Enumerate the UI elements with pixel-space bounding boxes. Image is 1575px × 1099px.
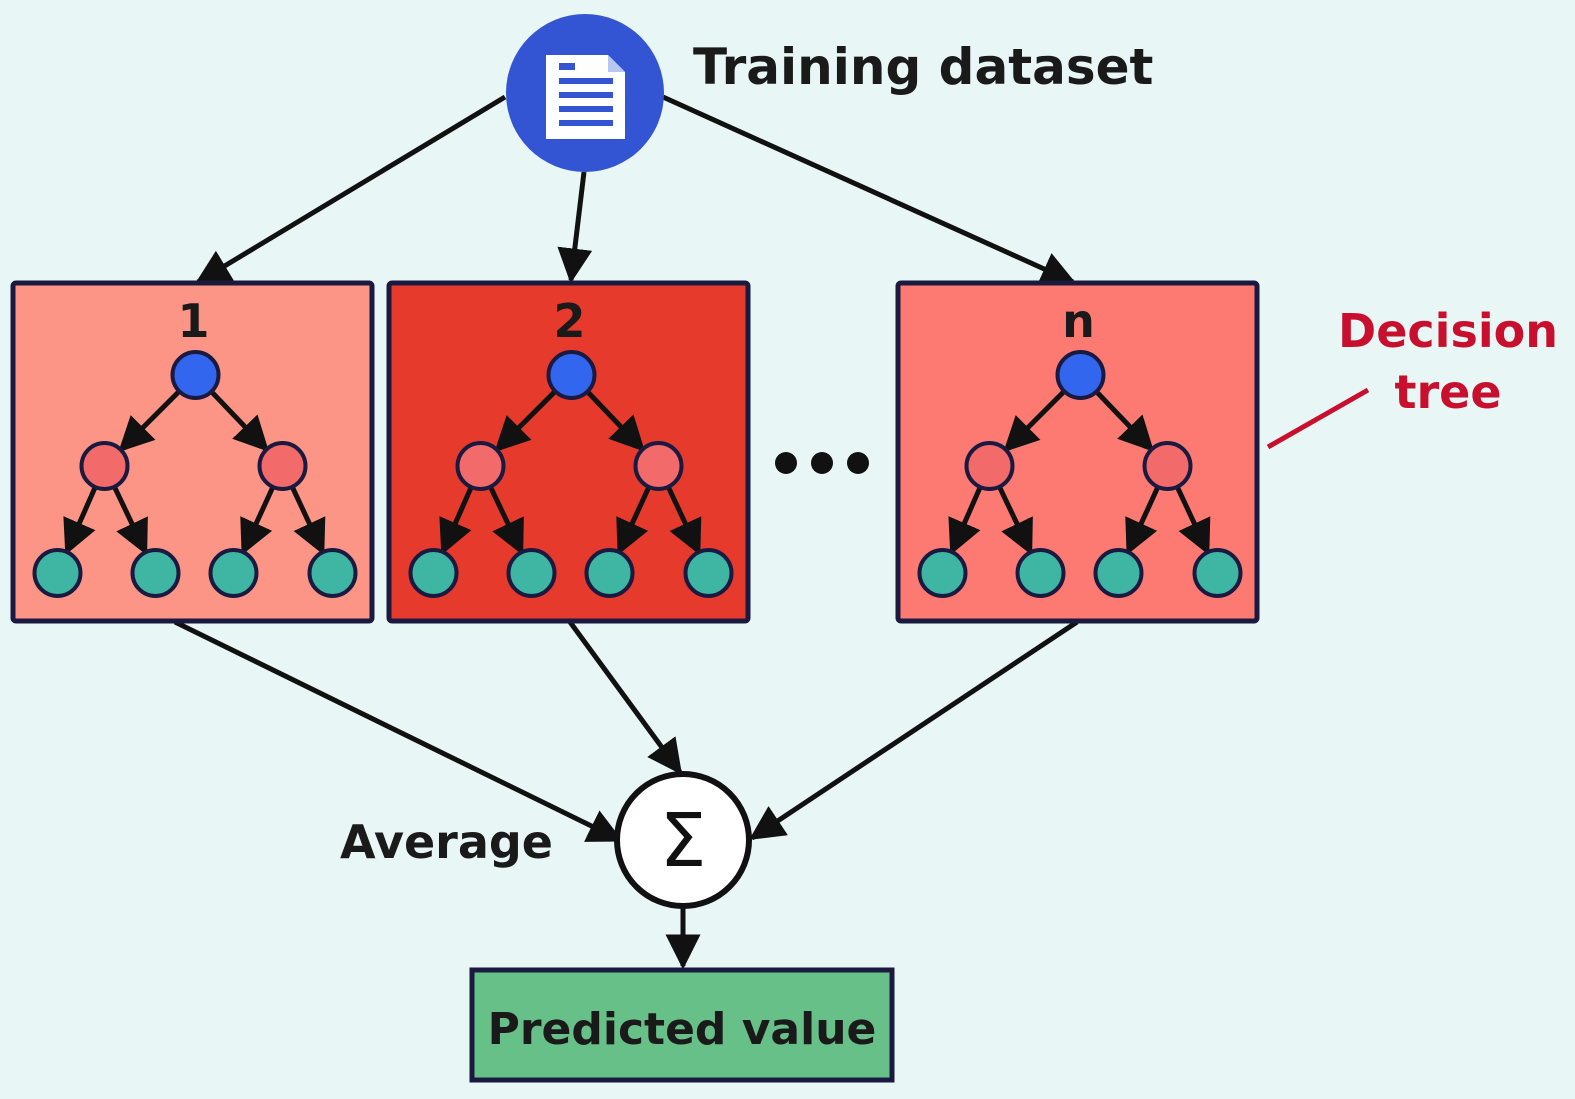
tree-1-edge-root-0 [118, 388, 182, 453]
tree-2-edge-leaf-3 [665, 484, 702, 556]
leaf-node [408, 548, 459, 598]
sigma-icon: Σ [660, 798, 707, 884]
decision-tree-annotation: Decision tree [1266, 304, 1558, 450]
leaf-node [208, 548, 259, 598]
tree-n-panel: n [895, 280, 1260, 624]
predicted-value-node: Predicted value [469, 967, 895, 1083]
root-node [170, 350, 221, 400]
tree-1-panel: 1 [10, 280, 375, 624]
annotation-line-2: tree [1394, 365, 1501, 419]
leaf-node [917, 548, 968, 598]
split-node [257, 441, 308, 491]
connector-dataset-tree-n [661, 94, 1077, 285]
tree-2-edge-root-0 [494, 388, 558, 453]
root-node [546, 350, 597, 400]
average-label: Average [340, 815, 553, 869]
output-label: Predicted value [488, 1004, 877, 1055]
leaf-node [1093, 548, 1144, 598]
tree-n-edge-leaf-3 [1174, 484, 1211, 556]
tree-1-edge-leaf-0 [63, 485, 98, 556]
document-icon [546, 55, 625, 139]
split-node [633, 441, 684, 491]
leaf-node [1192, 548, 1243, 598]
leaf-node [683, 548, 734, 598]
sum-circle [614, 771, 752, 909]
tree-n-label: n [1062, 294, 1095, 348]
tree-n-edge-leaf-1 [996, 484, 1033, 556]
tree-n-edge-leaf-0 [948, 485, 983, 556]
decision-trees: 1 2 n [10, 280, 1260, 624]
tree-2-edge-leaf-1 [487, 484, 524, 556]
leaf-node [32, 548, 83, 598]
connector-dataset-tree-2 [557, 171, 593, 284]
tree-1-edge-root-1 [208, 389, 270, 452]
leaf-node [584, 548, 635, 598]
tree-1-edge-leaf-2 [240, 484, 276, 556]
ellipsis-dots [775, 452, 869, 474]
dataset-to-tree-connectors [195, 94, 1077, 285]
annotation-pointer [1266, 387, 1370, 450]
tree-to-average-connectors [173, 619, 1079, 970]
tree-1-label: 1 [177, 294, 209, 348]
connector-dataset-tree-1 [195, 94, 507, 285]
leaf-node [506, 548, 557, 598]
tree-n-edge-root-1 [1093, 389, 1155, 452]
split-node [79, 441, 130, 491]
split-node [455, 441, 506, 491]
tree-n-box [895, 280, 1260, 624]
tree-n-edge-root-0 [1003, 388, 1067, 453]
root-node [1055, 350, 1106, 400]
tree-2-panel: 2 [386, 280, 751, 624]
tree-1-box [10, 280, 375, 624]
tree-2-edge-leaf-2 [616, 484, 652, 556]
connector-tree-1-average [173, 619, 624, 843]
split-node [964, 441, 1015, 491]
annotation-line-1: Decision [1338, 304, 1558, 358]
leaf-node [1015, 548, 1066, 598]
dataset-label: Training dataset [693, 38, 1153, 96]
connector-tree-n-average [749, 619, 1079, 841]
tree-1-edge-leaf-1 [111, 484, 148, 556]
training-dataset-node: Training dataset [506, 14, 1153, 172]
tree-1-edge-leaf-3 [289, 484, 326, 556]
tree-2-edge-root-1 [584, 389, 646, 452]
leaf-node [130, 548, 181, 598]
split-node [1142, 441, 1193, 491]
output-box [469, 967, 895, 1083]
tree-2-label: 2 [553, 294, 585, 348]
average-node: Average Σ [340, 771, 752, 909]
tree-2-box [386, 280, 751, 624]
leaf-node [307, 548, 358, 598]
tree-2-edge-leaf-0 [439, 485, 474, 556]
tree-n-edge-leaf-2 [1125, 484, 1161, 556]
connector-tree-2-average [567, 620, 683, 775]
